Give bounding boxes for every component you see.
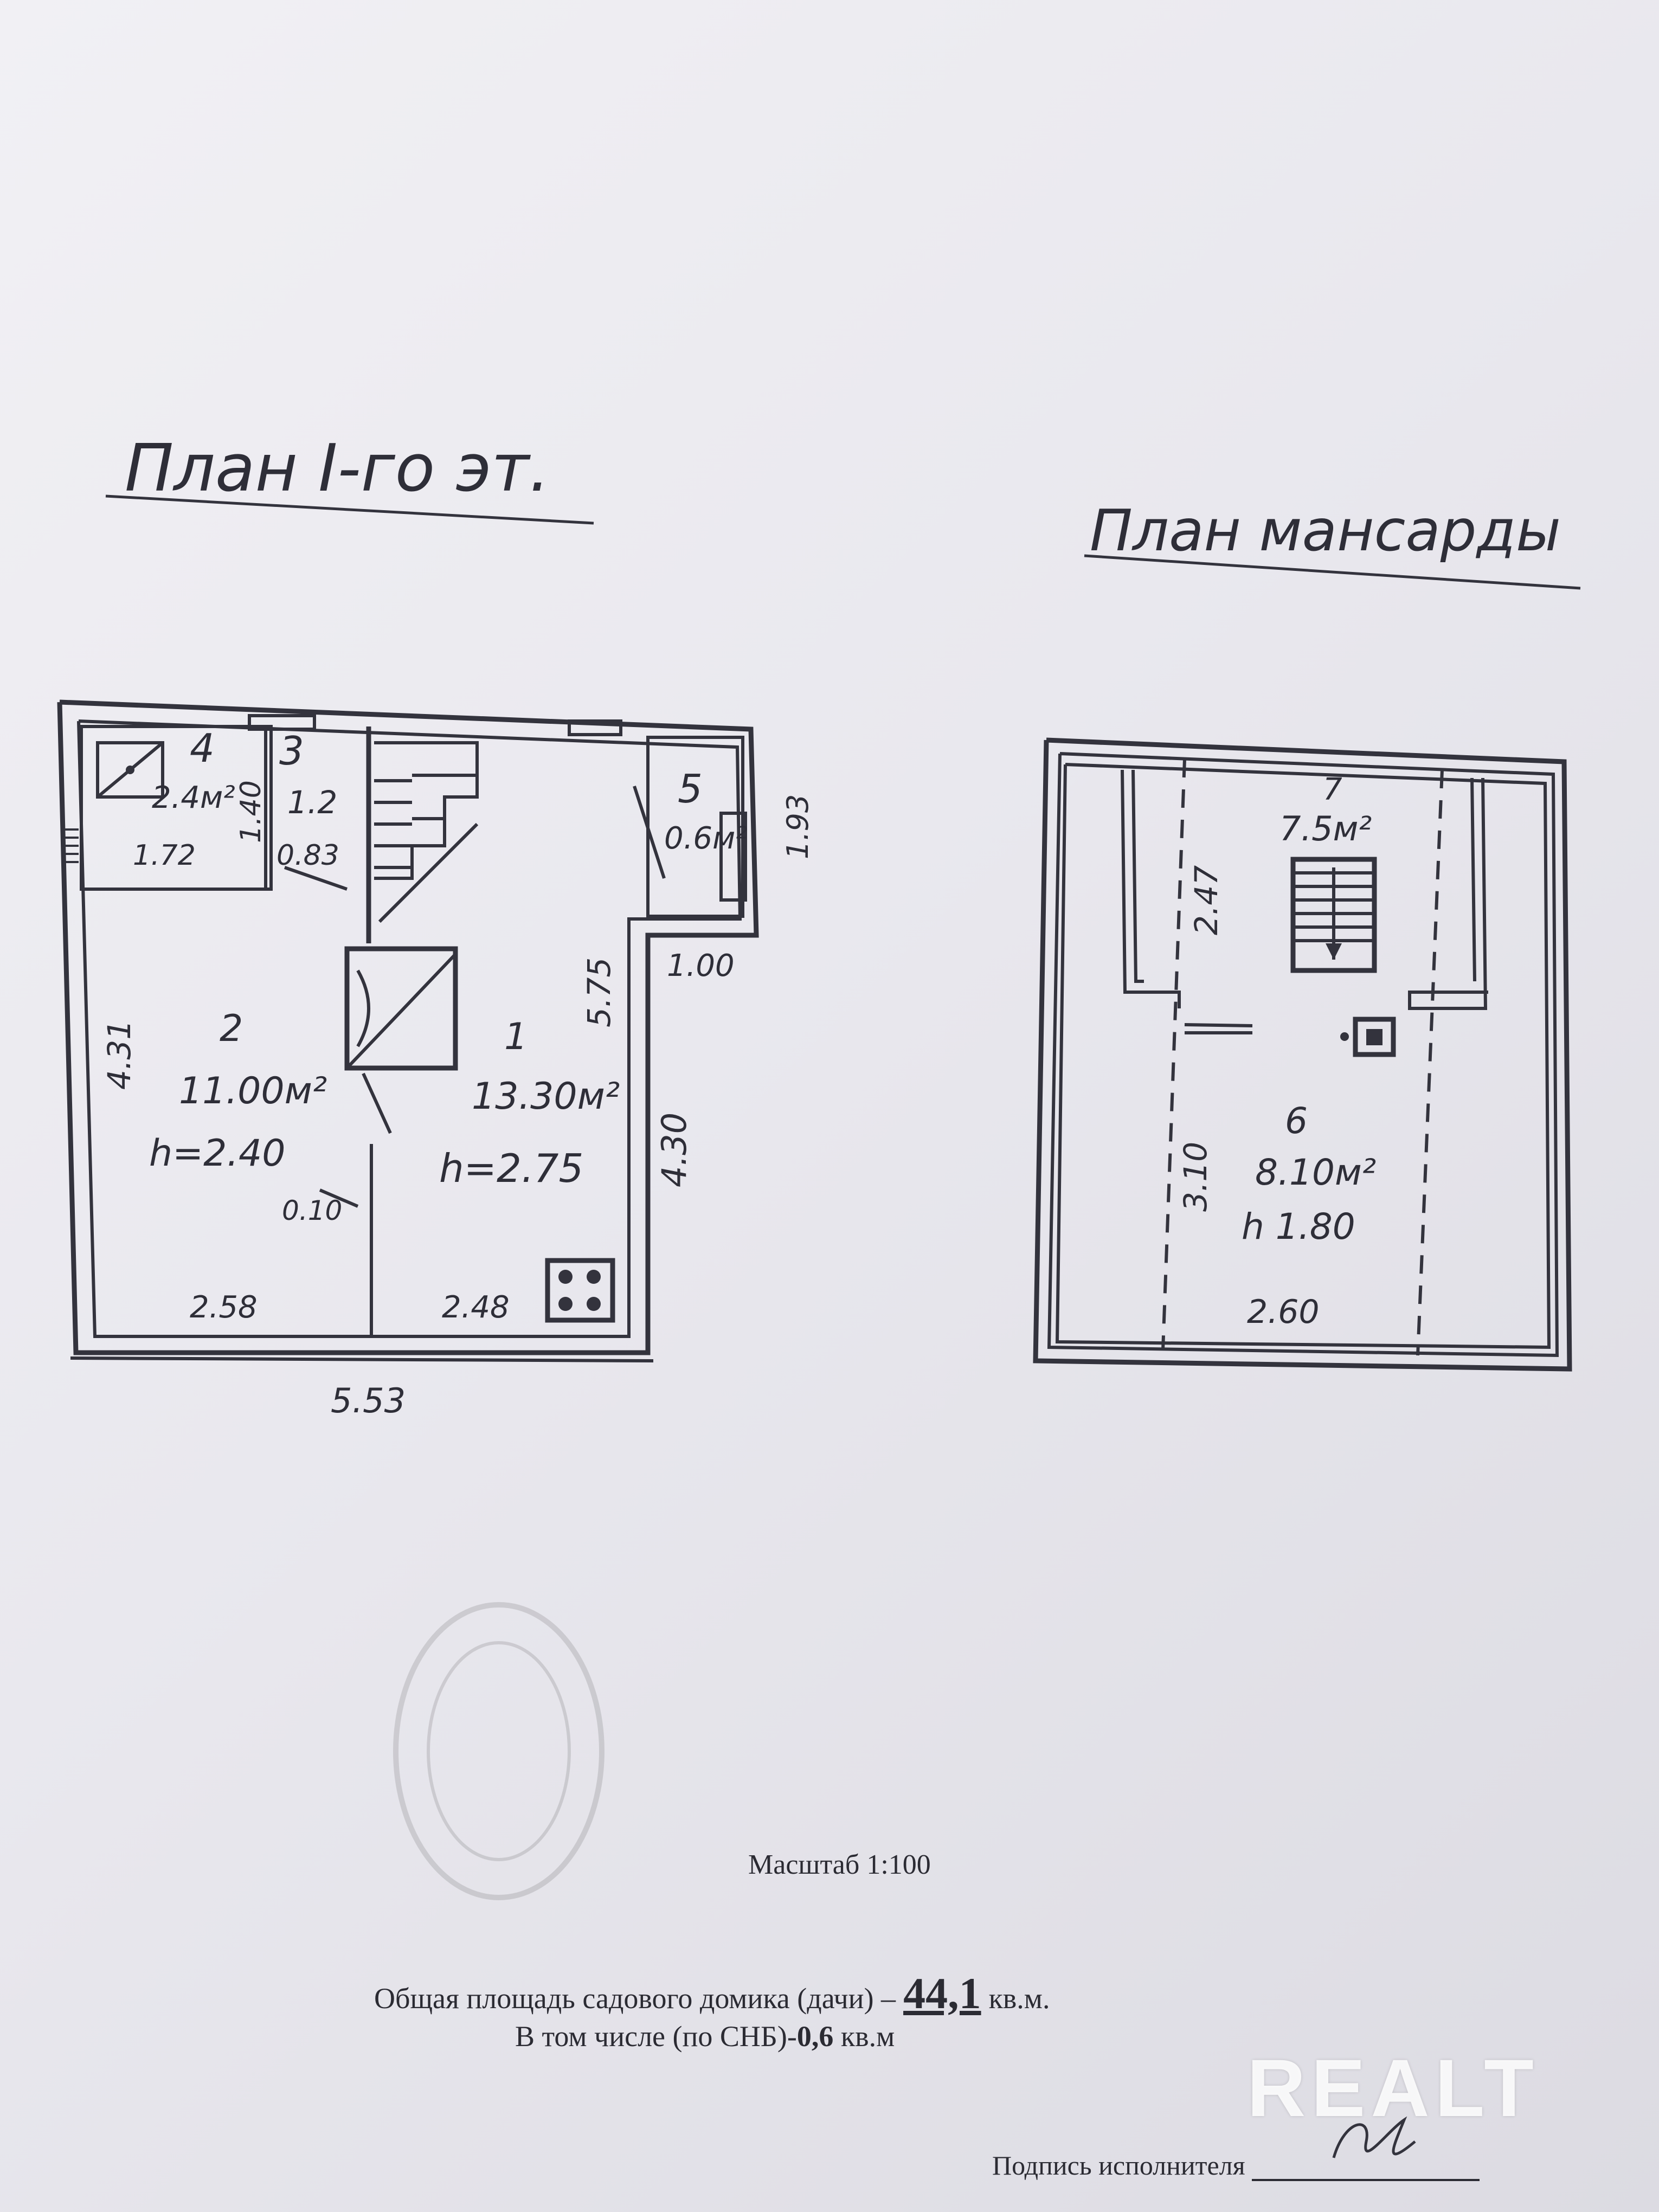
dim-5-75: 5.75 (581, 957, 618, 1027)
attic-staircase (1290, 857, 1377, 973)
room-5-area: 0.6м² (664, 821, 748, 856)
attic-plan: 7 7.5м² 6 8.10м² h 1.80 2.47 3.10 2.60 (1033, 737, 1572, 1372)
room-2-area: 11.00м² (179, 1070, 327, 1113)
room-4-number: 4 (190, 725, 215, 771)
realt-watermark: REALT (1247, 2042, 1539, 2133)
snb-prefix: В том числе (по СНБ)- (515, 2020, 797, 2053)
room-5-number: 5 (678, 766, 703, 812)
total-area-unit: кв.м. (988, 1982, 1050, 2015)
dim-0-10: 0.10 (282, 1195, 342, 1226)
room-6-area: 8.10м² (1255, 1152, 1376, 1193)
dim-4-30: 4.30 (654, 1113, 694, 1187)
stove-block (344, 946, 458, 1134)
total-area-prefix: Общая площадь садового домика (дачи) – (374, 1982, 896, 2015)
room-2-height: h=2.40 (149, 1132, 285, 1175)
dim-1-40: 1.40 (235, 780, 267, 843)
dim-1-00: 1.00 (667, 948, 735, 983)
dim-5-53: 5.53 (331, 1381, 406, 1420)
dim-2-47: 2.47 (1188, 865, 1225, 935)
cooker-icon (545, 1258, 615, 1323)
attic-title: План мансарды (1090, 498, 1561, 564)
dim-1-93: 1.93 (781, 794, 815, 859)
ground-floor-title: План I-го эт. (125, 431, 550, 506)
dim-2-58: 2.58 (190, 1290, 258, 1325)
room-7-area: 7.5м² (1279, 809, 1372, 848)
dim-0-83: 0.83 (276, 839, 339, 872)
signature-line: Подпись исполнителя (992, 2150, 1480, 2181)
room-3-number: 3 (279, 728, 304, 774)
ground-floor-plan: 4 2.4м² 3 2 1.2 5 0.6м² 2 11.00м² h=2.40… (57, 699, 815, 1420)
dim-1-72: 1.72 (133, 839, 196, 872)
snb-area-line: В том числе (по СНБ)-0,6 кв.м (515, 2020, 895, 2053)
room-3-area-text: 1.2 (287, 784, 337, 821)
total-area-value: 44,1 (903, 1969, 981, 2018)
signature-field (1251, 2157, 1480, 2181)
total-area-line: Общая площадь садового домика (дачи) –44… (374, 1968, 1050, 2019)
dim-2-60: 2.60 (1247, 1293, 1320, 1331)
scale-label: Масштаб 1:100 (748, 1849, 931, 1880)
snb-value: 0,6 (796, 2020, 834, 2053)
handwritten-signature (1332, 2116, 1416, 2158)
snb-unit: кв.м (840, 2020, 895, 2053)
dim-4-31: 4.31 (101, 1020, 138, 1090)
room-7-number: 7 (1323, 772, 1342, 807)
attic-title-underline (1084, 554, 1581, 590)
room-1-number: 1 (504, 1015, 528, 1058)
chimney-icon (1340, 1017, 1396, 1057)
room-1-height: h=2.75 (439, 1146, 583, 1191)
dim-3-10: 3.10 (1177, 1142, 1214, 1212)
room-4-area: 2.4м² (152, 780, 235, 815)
ground-floor-title-underline (105, 494, 594, 525)
room-1-area: 13.30м² (472, 1075, 620, 1118)
room-2-number: 2 (220, 1007, 243, 1050)
faint-stamp (393, 1602, 605, 1900)
signature-label: Подпись исполнителя (992, 2150, 1245, 2181)
room-6-height: h 1.80 (1242, 1206, 1355, 1248)
dim-2-48: 2.48 (442, 1290, 510, 1325)
room-6-number: 6 (1285, 1100, 1308, 1142)
staircase (374, 741, 479, 923)
left-wall-hatch (62, 828, 79, 863)
